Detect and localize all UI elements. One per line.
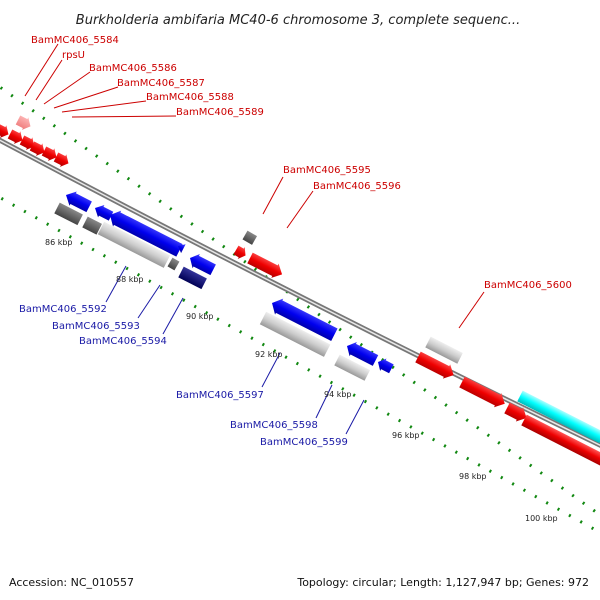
gene-arrow[interactable] [268,295,339,343]
backbone-ring [0,137,600,448]
gene-arrow[interactable] [82,216,102,235]
gene-arrow[interactable] [414,350,457,382]
forward-genes [0,114,600,468]
reverse-genes [54,188,395,381]
gene-label[interactable]: BamMC406_5599 [260,437,348,448]
gene-arrow[interactable] [41,145,60,164]
gene-label[interactable]: BamMC406_5600 [484,280,572,291]
gene-arrow[interactable] [334,354,371,381]
gene-arrow[interactable] [29,140,48,159]
gene-arrow[interactable] [233,244,250,262]
gene-arrow[interactable] [521,414,600,468]
topology-text: Topology: circular; Length: 1,127,947 bp… [296,576,589,589]
gene-arrow[interactable] [259,311,331,357]
gene-label[interactable]: BamMC406_5593 [52,321,140,332]
accession-text: Accession: NC_010557 [9,576,134,589]
inner-tick-track [0,195,600,535]
gene-label[interactable]: BamMC406_5598 [230,420,318,431]
gene-arrow[interactable] [92,202,114,223]
gene-label[interactable]: rpsU [62,50,85,61]
gene-label[interactable]: BamMC406_5589 [176,107,264,118]
gene-arrow[interactable] [375,356,395,375]
gene-arrow[interactable] [503,401,530,425]
gene-arrow[interactable] [517,390,600,444]
gene-arrow[interactable] [176,242,186,254]
kbp-label: 96 kbp [392,431,420,440]
gene-arrow[interactable] [458,375,508,411]
gene-arrow[interactable] [54,202,83,226]
gene-arrow[interactable] [0,122,12,141]
gene-label[interactable]: BamMC406_5587 [117,78,205,89]
gene-arrow[interactable] [186,251,216,277]
kbp-label: 92 kbp [255,350,283,359]
outer-tick-track [0,85,600,517]
kbp-tick-labels: 86 kbp 88 kbp 90 kbp 92 kbp 94 kbp 96 kb… [45,238,558,523]
gene-label[interactable]: BamMC406_5596 [313,181,401,192]
gene-arrow[interactable] [97,221,171,268]
kbp-label: 90 kbp [186,312,214,321]
gene-label[interactable]: BamMC406_5584 [31,35,119,46]
gene-arrow[interactable] [15,114,34,133]
gene-arrow[interactable] [343,339,379,368]
gene-label[interactable]: BamMC406_5586 [89,63,177,74]
reverse-gene-labels: BamMC406_5592 BamMC406_5593 BamMC406_559… [19,304,348,448]
gene-arrow[interactable] [167,257,180,271]
gene-arrow[interactable] [53,151,72,170]
gene-arrow[interactable] [425,336,463,364]
gene-label[interactable]: BamMC406_5597 [176,390,264,401]
kbp-label: 98 kbp [459,472,487,481]
gene-arrow[interactable] [246,251,285,282]
gene-label[interactable]: BamMC406_5594 [79,336,167,347]
gene-arrow[interactable] [106,207,184,258]
gene-arrow[interactable] [62,188,92,214]
forward-gene-labels: BamMC406_5584 rpsU BamMC406_5586 BamMC40… [31,35,572,291]
gene-label[interactable]: BamMC406_5592 [19,304,107,315]
kbp-label: 100 kbp [525,514,558,523]
gene-arrow[interactable] [7,128,26,147]
gene-arrow[interactable] [19,134,38,153]
gene-label[interactable]: BamMC406_5588 [146,92,234,103]
gene-arrow[interactable] [242,230,258,245]
gene-arrow[interactable] [178,266,207,290]
label-leaders [24,43,485,435]
kbp-label: 86 kbp [45,238,73,247]
kbp-label: 94 kbp [324,390,352,399]
map-title: Burkholderia ambifaria MC40-6 chromosome… [76,13,520,28]
kbp-label: 88 kbp [116,275,144,284]
gene-label[interactable]: BamMC406_5595 [283,165,371,176]
